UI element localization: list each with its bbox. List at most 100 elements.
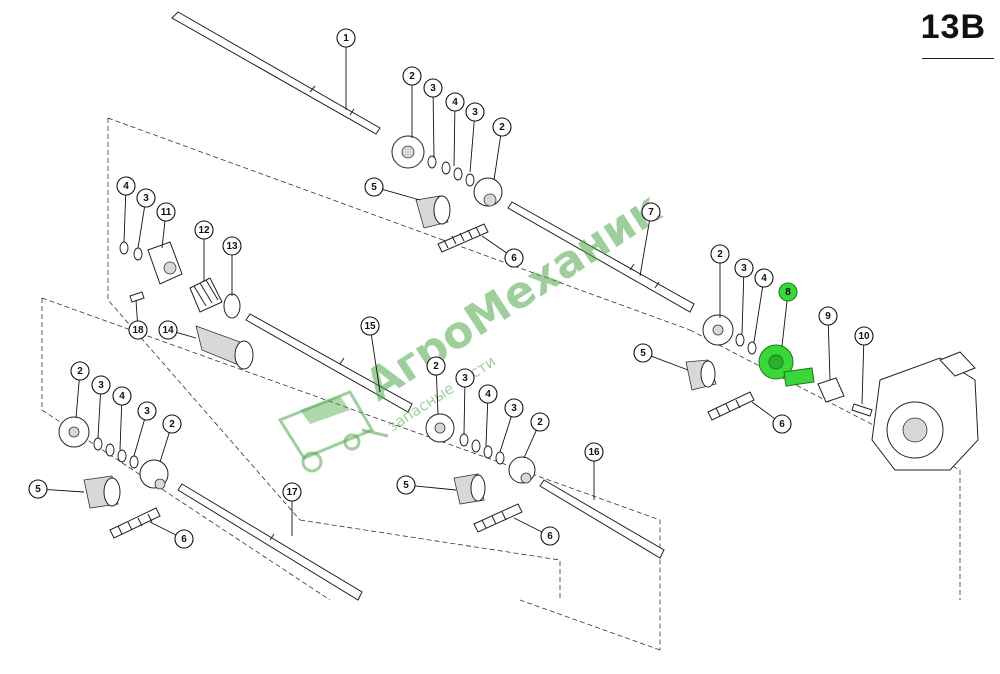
leader-line <box>453 110 456 167</box>
page-code: 13B <box>920 8 986 46</box>
pin-18 <box>129 291 145 303</box>
callout-3: 3 <box>499 398 524 453</box>
leader-line <box>463 386 466 435</box>
leader-line <box>651 355 689 371</box>
combine-harvester-logo <box>277 390 389 473</box>
callout-number: 3 <box>511 403 517 414</box>
leader-line <box>485 402 489 447</box>
page-code-underline <box>922 58 994 59</box>
callout-6: 6 <box>513 517 560 546</box>
leader-line <box>75 379 80 419</box>
sprocket-right <box>702 314 757 355</box>
callout-3: 3 <box>734 258 754 335</box>
callout-11: 11 <box>156 202 176 249</box>
leader-line <box>161 220 166 249</box>
leader-line <box>176 332 197 339</box>
callout-5: 5 <box>633 343 689 371</box>
leader-line <box>469 120 475 173</box>
leader-line <box>481 235 507 254</box>
leader-line <box>133 419 145 457</box>
leader-line <box>432 96 435 159</box>
callout-4: 4 <box>478 384 498 447</box>
bolt-10 <box>851 403 873 417</box>
callout-3: 3 <box>133 401 157 457</box>
callout-2: 2 <box>492 117 512 181</box>
shaft-15 <box>245 313 413 413</box>
leader-line <box>382 189 421 201</box>
callout-number: 1 <box>343 33 349 44</box>
callout-number: 18 <box>132 325 144 336</box>
callout-number: 5 <box>35 484 41 495</box>
callout-8: 8 <box>778 282 798 347</box>
dashed-outlines <box>41 117 961 651</box>
callout-number: 8 <box>785 287 791 298</box>
callout-number: 3 <box>98 380 104 391</box>
watermark-brand: АгроМеханик <box>356 182 670 411</box>
callout-number: 10 <box>858 331 870 342</box>
leader-line <box>137 206 146 249</box>
callout-number: 5 <box>371 182 377 193</box>
callout-3: 3 <box>465 102 485 173</box>
leader-line <box>123 194 127 243</box>
callout-6: 6 <box>149 521 194 549</box>
callout-2: 2 <box>710 244 730 318</box>
leader-line <box>370 334 381 393</box>
callout-number: 12 <box>198 225 210 236</box>
sprocket-upper <box>391 135 503 207</box>
callout-number: 2 <box>169 419 175 430</box>
callout-number: 4 <box>485 389 491 400</box>
callout-5: 5 <box>396 475 457 495</box>
callout-number: 3 <box>143 193 149 204</box>
hub-11 <box>119 241 183 285</box>
leader-line <box>159 432 170 463</box>
leader-line <box>135 299 138 322</box>
shaft-7 <box>507 201 695 313</box>
callout-14: 14 <box>158 320 197 340</box>
shaft-17 <box>177 483 363 601</box>
callout-4: 4 <box>116 176 136 243</box>
callout-9: 9 <box>818 306 838 381</box>
callout-number: 17 <box>286 487 298 498</box>
callout-number: 3 <box>741 263 747 274</box>
callout-number: 4 <box>761 273 767 284</box>
callout-number: 3 <box>430 83 436 94</box>
watermark: АгроМеханик запасные части <box>277 182 671 473</box>
callout-4: 4 <box>753 268 774 343</box>
leader-line <box>414 485 457 491</box>
chain-middle <box>473 503 523 533</box>
callout-number: 3 <box>462 373 468 384</box>
leader-line <box>149 521 177 536</box>
chain-lower-left <box>109 507 161 539</box>
roller-right <box>685 359 717 391</box>
leader-line <box>119 404 123 451</box>
callout-number: 15 <box>364 321 376 332</box>
leader-line <box>751 401 776 420</box>
sprocket-middle <box>425 413 536 484</box>
gear-8-highlighted <box>758 344 815 387</box>
callout-2: 2 <box>426 356 446 415</box>
leader-line <box>639 220 650 277</box>
callout-17: 17 <box>282 482 302 536</box>
callout-number: 5 <box>640 348 646 359</box>
callout-number: 6 <box>547 531 553 542</box>
callout-6: 6 <box>751 401 792 434</box>
callout-2: 2 <box>159 414 182 463</box>
spring-12 <box>189 277 223 313</box>
chain-upper <box>437 223 489 253</box>
leader-line <box>513 517 543 533</box>
callout-4: 4 <box>445 92 465 167</box>
chain-right <box>707 391 755 421</box>
callout-2: 2 <box>70 361 90 419</box>
callout-number: 5 <box>403 480 409 491</box>
leader-line <box>97 393 101 439</box>
leader-line <box>753 286 764 343</box>
callout-number: 4 <box>452 97 458 108</box>
callout-number: 9 <box>825 311 831 322</box>
callout-15: 15 <box>360 316 381 393</box>
leader-line <box>46 489 85 493</box>
callout-3: 3 <box>423 78 443 159</box>
callout-number: 6 <box>511 253 517 264</box>
